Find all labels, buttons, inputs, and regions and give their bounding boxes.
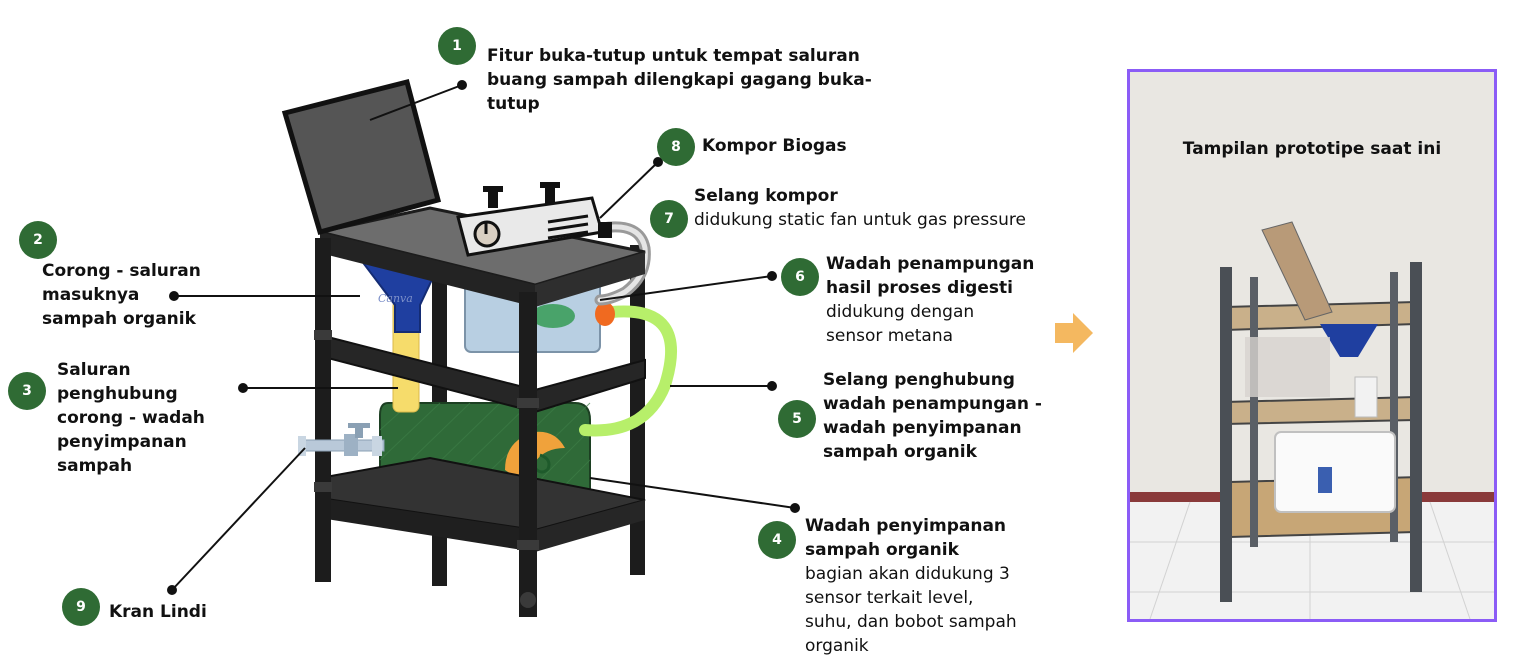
hose-connector [595, 302, 615, 326]
label-8-title-line: Kompor Biogas [702, 134, 847, 158]
label-6-title-line: hasil proses digesti [826, 276, 1034, 300]
label-6-title-line: Wadah penampungan [826, 252, 1034, 276]
prototype-photo-frame: Tampilan prototipe saat ini [1127, 69, 1497, 622]
label-3-title-line: penyimpanan [57, 430, 205, 454]
badge-5: 5 [778, 400, 816, 438]
label-9-title-line: Kran Lindi [109, 600, 207, 624]
badge-7: 7 [650, 200, 688, 238]
label-3-title-line: sampah [57, 454, 205, 478]
label-2-title-line: sampah organik [42, 307, 201, 331]
label-7-title-line: Selang kompor [694, 184, 1026, 208]
label-4-title-line: sampah organik [805, 538, 1017, 562]
label-5-title-line: wadah penyimpanan [823, 416, 1042, 440]
badge-1: 1 [438, 27, 476, 65]
label-1-title-line: tutup [487, 92, 872, 116]
label-2-title-line: Corong - saluran [42, 259, 201, 283]
label-3-title-line: corong - wadah [57, 406, 205, 430]
label-4-title-line: Wadah penyimpanan [805, 514, 1017, 538]
lid [285, 82, 438, 232]
container-logo [531, 304, 575, 328]
label-3-title-line: penghubung [57, 382, 205, 406]
photo-caption: Tampilan prototipe saat ini [1130, 139, 1494, 159]
leader-8 [600, 162, 658, 218]
badge-9: 9 [62, 588, 100, 626]
badge-8: 8 [657, 128, 695, 166]
label-1-title-line: buang sampah dilengkapi gagang buka- [487, 68, 872, 92]
label-6-desc-line: sensor metana [826, 324, 1034, 348]
front-right-leg [519, 292, 537, 617]
label-7: Selang kompor didukung static fan untuk … [694, 184, 1026, 232]
label-4: Wadah penyimpanan sampah organik bagian … [805, 514, 1017, 658]
label-8: Kompor Biogas [702, 134, 847, 158]
arrow-right-icon [1055, 313, 1093, 353]
label-2-title-line: masuknya [42, 283, 201, 307]
label-5-title-line: wadah penampungan - [823, 392, 1042, 416]
badge-2: 2 [19, 221, 57, 259]
label-1-title-line: Fitur buka-tutup untuk tempat saluran [487, 44, 872, 68]
front-left-leg [315, 238, 331, 582]
label-4-desc-line: organik [805, 634, 1017, 658]
label-5: Selang penghubung wadah penampungan - wa… [823, 368, 1042, 464]
badge-3: 3 [8, 372, 46, 410]
label-4-desc-line: sensor terkait level, [805, 586, 1017, 610]
label-2: Corong - saluran masuknya sampah organik [42, 259, 201, 331]
label-3: Saluran penghubung corong - wadah penyim… [57, 358, 205, 478]
label-1: Fitur buka-tutup untuk tempat saluran bu… [487, 44, 872, 116]
badge-4: 4 [758, 521, 796, 559]
badge-6: 6 [781, 258, 819, 296]
label-4-desc-line: bagian akan didukung 3 [805, 562, 1017, 586]
label-5-title-line: sampah organik [823, 440, 1042, 464]
label-5-title-line: Selang penghubung [823, 368, 1042, 392]
leachate-tap [298, 423, 384, 456]
label-3-title-line: Saluran [57, 358, 205, 382]
label-7-desc-line: didukung static fan untuk gas pressure [694, 208, 1026, 232]
label-9: Kran Lindi [109, 600, 207, 624]
label-4-desc-line: suhu, dan bobot sampah [805, 610, 1017, 634]
svg-text:Canva: Canva [378, 292, 413, 305]
label-6: Wadah penampungan hasil proses digesti d… [826, 252, 1034, 348]
label-6-desc-line: didukung dengan [826, 300, 1034, 324]
